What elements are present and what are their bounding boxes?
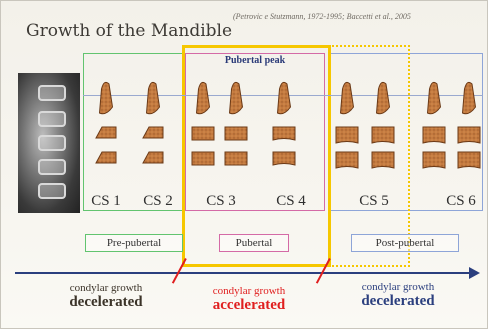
pubertal-label: Pubertal <box>219 234 289 252</box>
c4-vertebral-body <box>143 152 163 163</box>
growth-right-line2: decelerated <box>333 293 463 310</box>
c4-vertebral-body <box>192 152 214 165</box>
c4-vertebral-body <box>225 152 247 165</box>
growth-middle-line1: condylar growth <box>184 285 314 297</box>
timeline-arrow-head <box>469 267 480 279</box>
timeline-arrow <box>15 272 471 274</box>
c2-odontoid-shape <box>197 82 210 113</box>
c2-odontoid-shape <box>377 82 390 113</box>
c4-vertebral-body <box>96 152 116 163</box>
c2-odontoid-shape <box>230 82 243 113</box>
c3-vertebral-body <box>336 127 358 143</box>
cs3-label: CS 3 <box>201 193 241 210</box>
c3-vertebral-body <box>143 127 163 138</box>
growth-left-line2: decelerated <box>41 294 171 311</box>
growth-middle-line2: accelerated <box>184 297 314 314</box>
c3-vertebral-body <box>458 127 480 143</box>
c2-odontoid-shape <box>278 82 291 113</box>
cs5-label: CS 5 <box>354 193 394 210</box>
cs4-label: CS 4 <box>271 193 311 210</box>
c2-odontoid-shape <box>463 82 476 113</box>
c4-vertebral-body <box>372 152 394 168</box>
c3-vertebral-body <box>96 127 116 138</box>
cs2-label: CS 2 <box>138 193 178 210</box>
growth-right-line1: condylar growth <box>333 281 463 293</box>
c4-vertebral-body <box>423 152 445 168</box>
c4-vertebral-body <box>273 152 295 165</box>
cs1-label: CS 1 <box>86 193 126 210</box>
c3-vertebral-body <box>423 127 445 143</box>
growth-left-line1: condylar growth <box>41 282 171 294</box>
c2-odontoid-shape <box>147 82 160 113</box>
c2-odontoid-shape <box>428 82 441 113</box>
c4-vertebral-body <box>336 152 358 168</box>
prepubertal-label: Pre-pubertal <box>85 234 183 252</box>
c3-vertebral-body <box>192 127 214 140</box>
postpubertal-label: Post-pubertal <box>351 234 459 252</box>
cs6-label: CS 6 <box>441 193 481 210</box>
c4-vertebral-body <box>458 152 480 168</box>
c3-vertebral-body <box>225 127 247 140</box>
c3-vertebral-body <box>273 127 295 140</box>
c2-odontoid-shape <box>341 82 354 113</box>
c3-vertebral-body <box>372 127 394 143</box>
c2-odontoid-shape <box>100 82 113 113</box>
